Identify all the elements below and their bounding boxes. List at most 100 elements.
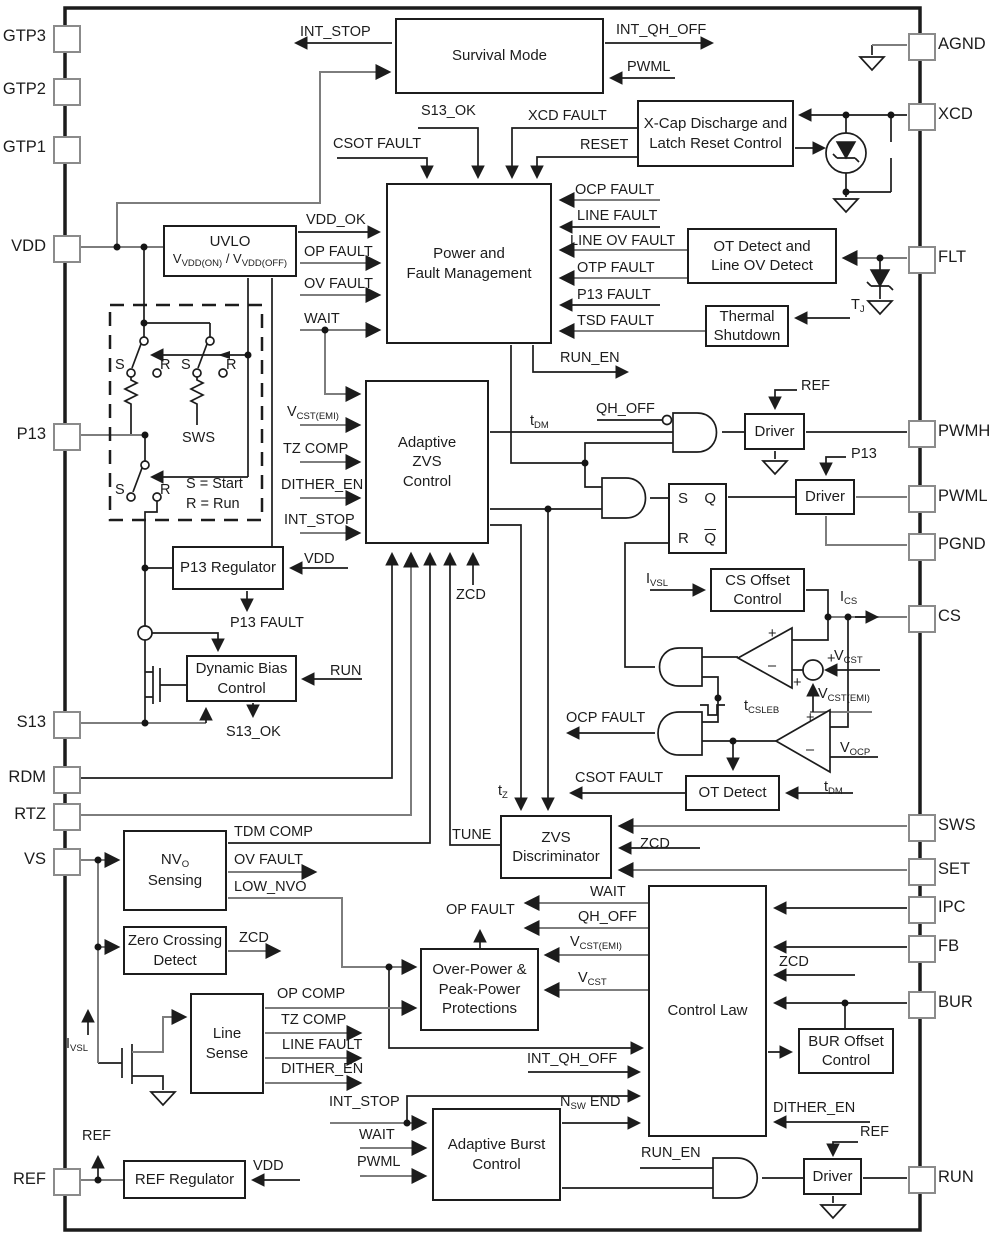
wire-segment [824,613,832,621]
block-control-law: Control Law [648,885,767,1137]
block-line: Dynamic Bias [195,660,288,677]
label-ivsl-left: IVSL [66,1036,88,1054]
pin-pwmh [908,420,936,448]
arrow-wires-black [78,36,907,1187]
and-gate-ocp [657,711,703,756]
label-dither-en-cl: DITHER_EN [773,1100,856,1116]
block-line: Survival Mode [451,47,548,65]
block-line: Shutdown [713,327,781,344]
pin-label-pwml: PWML [938,487,988,505]
pin-label-run: RUN [938,1168,974,1186]
label-run-en-pfm: RUN_EN [560,350,620,366]
label-vdd-refreg: VDD [253,1158,284,1174]
block-line: Zero Crossing [127,932,223,949]
label-reset: RESET [580,137,629,153]
wire-segment [544,505,552,513]
wire-segment [337,157,434,180]
pin-s13 [53,711,81,739]
label-cmp2-minus: – [806,742,815,758]
wire-segment [403,1119,411,1127]
wire-segment [324,330,362,402]
startup-switch-box [108,303,264,522]
label-vcst-cl: VCST [578,970,607,988]
label-sum-plus-right: + [827,651,836,667]
pin-label-rtz: RTZ [14,805,46,823]
wire-segment [244,351,252,359]
sw3-pivot [140,460,150,470]
wire-segment [418,127,485,180]
label-zcd-cl: ZCD [779,954,809,970]
wire-segment [385,963,393,971]
label-pwml-ab: PWML [357,1154,401,1170]
wire-segment [116,64,392,247]
block-ot-detect: OT Detect [685,775,780,811]
latch-tr-label: Q [704,490,716,507]
wire-segment [78,551,399,779]
discrete-symbols [108,56,894,1219]
ground-driver-pwmh [762,460,788,475]
pin-label-agnd: AGND [938,35,986,53]
wire-segment [826,1141,858,1158]
wire-segment [321,326,329,334]
pin-label-sws: SWS [938,816,976,834]
block-line: ZVS [541,828,571,846]
pin-label-rdm: RDM [8,768,46,786]
wire-segment [406,1089,642,1123]
block-line: Latch Reset Control [649,134,782,152]
select-arrowhead [218,351,230,359]
block-line: Detect [153,951,197,969]
label-line-fault-ls: LINE FAULT [282,1037,363,1053]
block-line: Control [472,1155,521,1173]
block-line: Control [733,591,782,608]
and-gate-set [601,477,647,519]
label-qh-off-gate: QH_OFF [596,401,655,417]
summing-node [802,659,824,681]
label-tz-label: tZ [498,783,508,801]
wire-segment [94,943,102,951]
label-line-fault-pfm: LINE FAULT [577,208,658,224]
label-int-stop-zvs: INT_STOP [284,512,355,528]
label-sum-plus-bottom: + [793,675,802,691]
label-low-nvo: LOW_NVO [234,879,307,895]
label-ov-fault-pfm: OV FAULT [304,276,374,292]
label-ref-run-driver: REF [860,1124,889,1140]
label-int-qh-off-cl: INT_QH_OFF [527,1051,618,1067]
pin-label-bur: BUR [938,993,973,1011]
wire-segment [581,459,589,467]
block-driver-pwmh: Driver [744,413,805,450]
wire-segment [832,153,860,163]
block-line: Thermal [719,307,775,325]
and-gate-run [712,1157,759,1199]
ground-flt [867,300,893,315]
pin-label-set: SET [938,860,971,878]
sw3-s-contact [126,492,136,502]
block-line: NVO [160,851,190,871]
pin-label-gtp2: GTP2 [2,80,46,98]
label-wait-ab: WAIT [359,1127,395,1143]
block-line: Driver [754,422,795,440]
label-int-stop-ab: INT_STOP [329,1094,400,1110]
pin-label-cs: CS [938,607,961,625]
logic-gates [601,412,759,1199]
label-sw2-s: S [181,357,191,373]
label-csot-fault-bottom: CSOT FAULT [575,770,664,786]
wire-segment [228,897,418,975]
pin-label-pgnd: PGND [938,535,986,553]
label-run-en-bottom: RUN_EN [641,1145,701,1161]
label-cmp2-plus: + [806,710,815,726]
junction-dots [94,111,895,1184]
pin-label-gtp3: GTP3 [2,27,46,45]
label-vcst-emi-sum: VCST(EMI) [818,686,870,704]
block-line: VVDD(ON) / VVDD(OFF) [172,251,288,270]
sw1-pivot [139,336,149,346]
label-vcst-emi-zvs: VCST(EMI) [287,404,339,422]
block-ref-regulator: REF Regulator [123,1160,246,1199]
label-vdd-ok: VDD_OK [306,212,366,228]
pin-label-flt: FLT [938,248,967,266]
wire-segment [729,737,737,745]
